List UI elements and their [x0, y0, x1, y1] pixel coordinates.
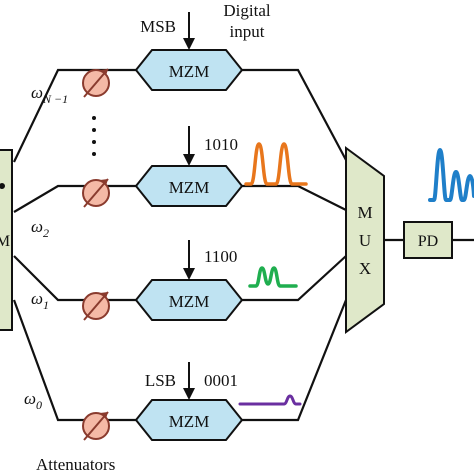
mux-letter-x: X	[359, 259, 371, 278]
mzm-label: MZM	[169, 412, 210, 431]
fiber-path-2-right	[242, 184, 347, 211]
arrow-down-icon	[183, 126, 195, 166]
code-label-1100: 1100	[204, 247, 237, 266]
attenuators-label: Attenuators	[36, 455, 115, 474]
mzm-label: MZM	[169, 292, 210, 311]
pd-label: PD	[418, 233, 438, 250]
code-label-0001: 0001	[204, 371, 238, 390]
msb-label: MSB	[140, 17, 176, 36]
mzm-hexagon	[134, 165, 244, 207]
demux-letter-m: M	[0, 233, 10, 250]
digital-input-label-line2: input	[230, 22, 265, 41]
mzm-hexagon	[134, 399, 244, 441]
pulse-waveform-1100	[248, 266, 298, 288]
omega-label-1: ω1	[31, 289, 49, 312]
arrow-down-icon	[183, 362, 195, 400]
mzm-row-0: MZM	[134, 399, 244, 441]
fiber-path-2-left	[13, 184, 136, 213]
mux-shape	[345, 146, 385, 334]
arrow-down-icon	[183, 12, 195, 50]
mzm-label: MZM	[169, 178, 210, 197]
mzm-label: MZM	[169, 62, 210, 81]
code-label-1010: 1010	[204, 135, 238, 154]
fiber-paths	[12, 68, 474, 422]
fiber-path-1-right	[242, 255, 347, 302]
omega-label-n-1: ωN −1	[31, 83, 68, 106]
vertical-ellipsis-icon	[92, 116, 96, 156]
digital-input-label-line1: Digital	[223, 1, 270, 20]
mzm-row-2: MZM	[134, 165, 244, 207]
fiber-path-1-left	[13, 255, 136, 302]
variable-attenuator-icon	[82, 411, 110, 441]
demux: M	[0, 149, 13, 331]
demux-shape	[0, 149, 13, 331]
mux: M U X	[345, 146, 385, 334]
variable-attenuator-icon	[82, 68, 110, 98]
omega-label-2: ω2	[31, 217, 49, 240]
fiber-path-n-1-right	[242, 68, 347, 161]
fiber-path-n-1-left	[13, 68, 136, 163]
mzm-hexagon	[134, 49, 244, 91]
pd-box	[403, 221, 453, 259]
mzm-row-n-1: MZM	[134, 49, 244, 91]
lsb-label: LSB	[145, 371, 176, 390]
variable-attenuator-icon	[82, 291, 110, 321]
pulse-waveform-1010	[244, 142, 308, 186]
pulse-waveform-0001	[238, 394, 302, 406]
variable-attenuator-icon	[82, 178, 110, 208]
output-pulse-waveform	[428, 148, 474, 202]
mzm-row-1: MZM	[134, 279, 244, 321]
omega-label-0: ω0	[24, 389, 42, 412]
fiber-path-0-right	[242, 299, 348, 422]
mux-letter-u: U	[359, 231, 371, 250]
mux-letter-m: M	[357, 203, 372, 222]
fiber-path-0-left	[12, 299, 136, 422]
demux-input-dot	[0, 183, 5, 189]
arrow-down-icon	[183, 240, 195, 280]
mzm-hexagon	[134, 279, 244, 321]
photodetector: PD	[403, 221, 453, 259]
